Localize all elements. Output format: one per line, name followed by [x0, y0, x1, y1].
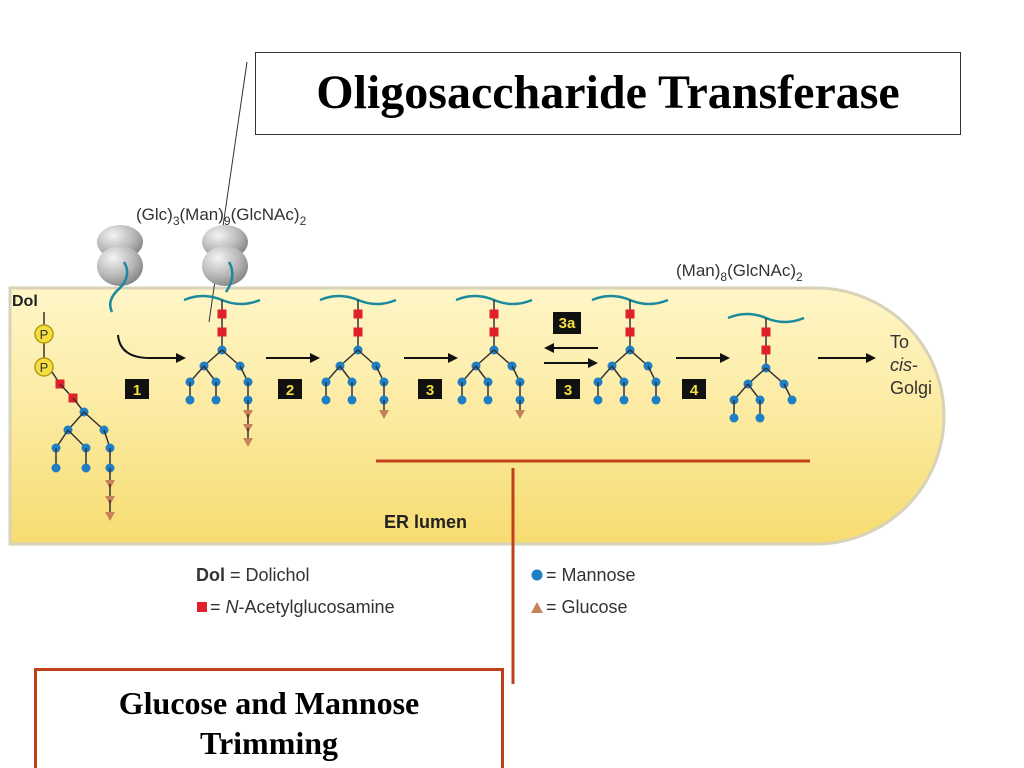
legend-glcnac: = N-Acetylglucosamine: [210, 597, 395, 617]
svg-text:1: 1: [133, 382, 141, 399]
to-label: To: [890, 332, 909, 352]
mannose-residue: [651, 395, 661, 405]
glcnac-residue: [625, 327, 635, 337]
formula-precursor: (Glc)3(Man)9(GlcNAc)2: [136, 205, 307, 228]
step-box-1: 1: [125, 379, 149, 399]
ribosome-2: [202, 225, 248, 293]
glucose-residue: [379, 410, 389, 419]
legend-glucose-swatch: [531, 602, 543, 613]
er-lumen-compartment: [8, 286, 946, 546]
glcnac-residue: [217, 309, 227, 319]
step-box-3: 3: [418, 379, 442, 399]
ribosome-1: [97, 225, 143, 313]
svg-text:3: 3: [426, 382, 434, 399]
mannose-residue: [457, 395, 467, 405]
svg-text:3: 3: [564, 382, 572, 399]
mannose-residue: [483, 395, 493, 405]
phosphate-2-label: P: [40, 360, 49, 375]
trimming-callout-line-2: Trimming: [199, 725, 339, 761]
mannose-residue: [755, 413, 765, 423]
trimming-callout-box: Glucose and Mannose Trimming: [34, 668, 504, 768]
legend-glucose: = Glucose: [546, 597, 628, 617]
page-title: Oligosaccharide Transferase: [316, 66, 900, 119]
trimming-callout-line-1: Glucose and Mannose: [118, 685, 420, 721]
mannose-residue: [211, 395, 221, 405]
glcnac-residue: [217, 327, 227, 337]
mannose-residue: [81, 463, 91, 473]
title-box: Oligosaccharide Transferase: [255, 52, 961, 135]
step-box-2: 2: [278, 379, 302, 399]
mannose-residue: [347, 395, 357, 405]
svg-text:4: 4: [690, 382, 699, 399]
phosphate-1: [34, 324, 54, 344]
mannose-residue: [787, 395, 797, 405]
mannose-residue: [185, 395, 195, 405]
svg-text:3a: 3a: [559, 315, 576, 332]
arrow-step-1: [117, 334, 186, 363]
mannose-residue: [593, 395, 603, 405]
step-box-3a: 3a: [553, 312, 581, 334]
glcnac-residue: [353, 309, 363, 319]
svg-text:2: 2: [286, 382, 294, 399]
glcnac-residue: [761, 327, 771, 337]
step-box-4: 4: [682, 379, 706, 399]
glucose-residue: [515, 410, 525, 419]
phosphate-2: [34, 357, 54, 377]
arrow-step-3: [404, 353, 458, 363]
legend-dol: Dol = Dolichol: [196, 565, 310, 585]
oligosaccharide-trees: [51, 294, 805, 521]
glcnac-residue: [489, 327, 499, 337]
legend-mannose-swatch: [531, 569, 543, 581]
glcnac-residue: [625, 309, 635, 319]
arrow-step-3a-back: [544, 343, 598, 353]
mannose-residue: [507, 361, 517, 371]
er-lumen-label: ER lumen: [384, 512, 467, 532]
phosphate-1-label: P: [40, 327, 49, 342]
mannose-residue: [619, 395, 629, 405]
glucose-residue: [243, 438, 253, 447]
glucose-residue: [105, 512, 115, 521]
golgi-label: Golgi: [890, 378, 932, 398]
cis-label: cis-: [890, 355, 918, 375]
glcnac-residue: [353, 327, 363, 337]
glcnac-residue: [489, 309, 499, 319]
legend-mannose: = Mannose: [546, 565, 636, 585]
step-box-3-reverse: 3: [556, 379, 580, 399]
glcnac-residue: [761, 345, 771, 355]
formula-trimmed: (Man)8(GlcNAc)2: [676, 261, 803, 284]
arrow-step-2: [266, 353, 320, 363]
mannose-residue: [321, 395, 331, 405]
arrow-to-golgi: [818, 353, 876, 363]
mannose-residue: [51, 463, 61, 473]
dol-label: Dol: [12, 293, 38, 310]
legend-glcnac-swatch: [197, 602, 207, 612]
arrow-step-4: [676, 353, 730, 363]
mannose-residue: [729, 413, 739, 423]
arrow-step-3-forward: [544, 358, 598, 368]
